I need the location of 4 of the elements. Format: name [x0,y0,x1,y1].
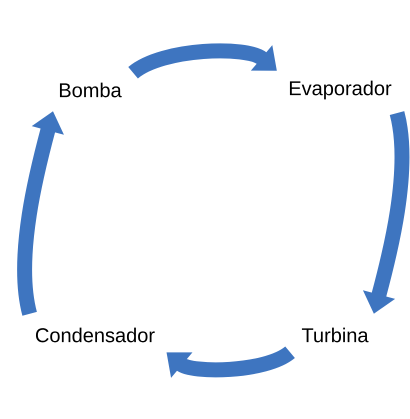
node-label: Turbina [302,328,369,342]
node-label: Bomba [60,82,122,98]
node-label: Condensador [36,328,155,342]
node-label: Evaporador [290,80,392,100]
